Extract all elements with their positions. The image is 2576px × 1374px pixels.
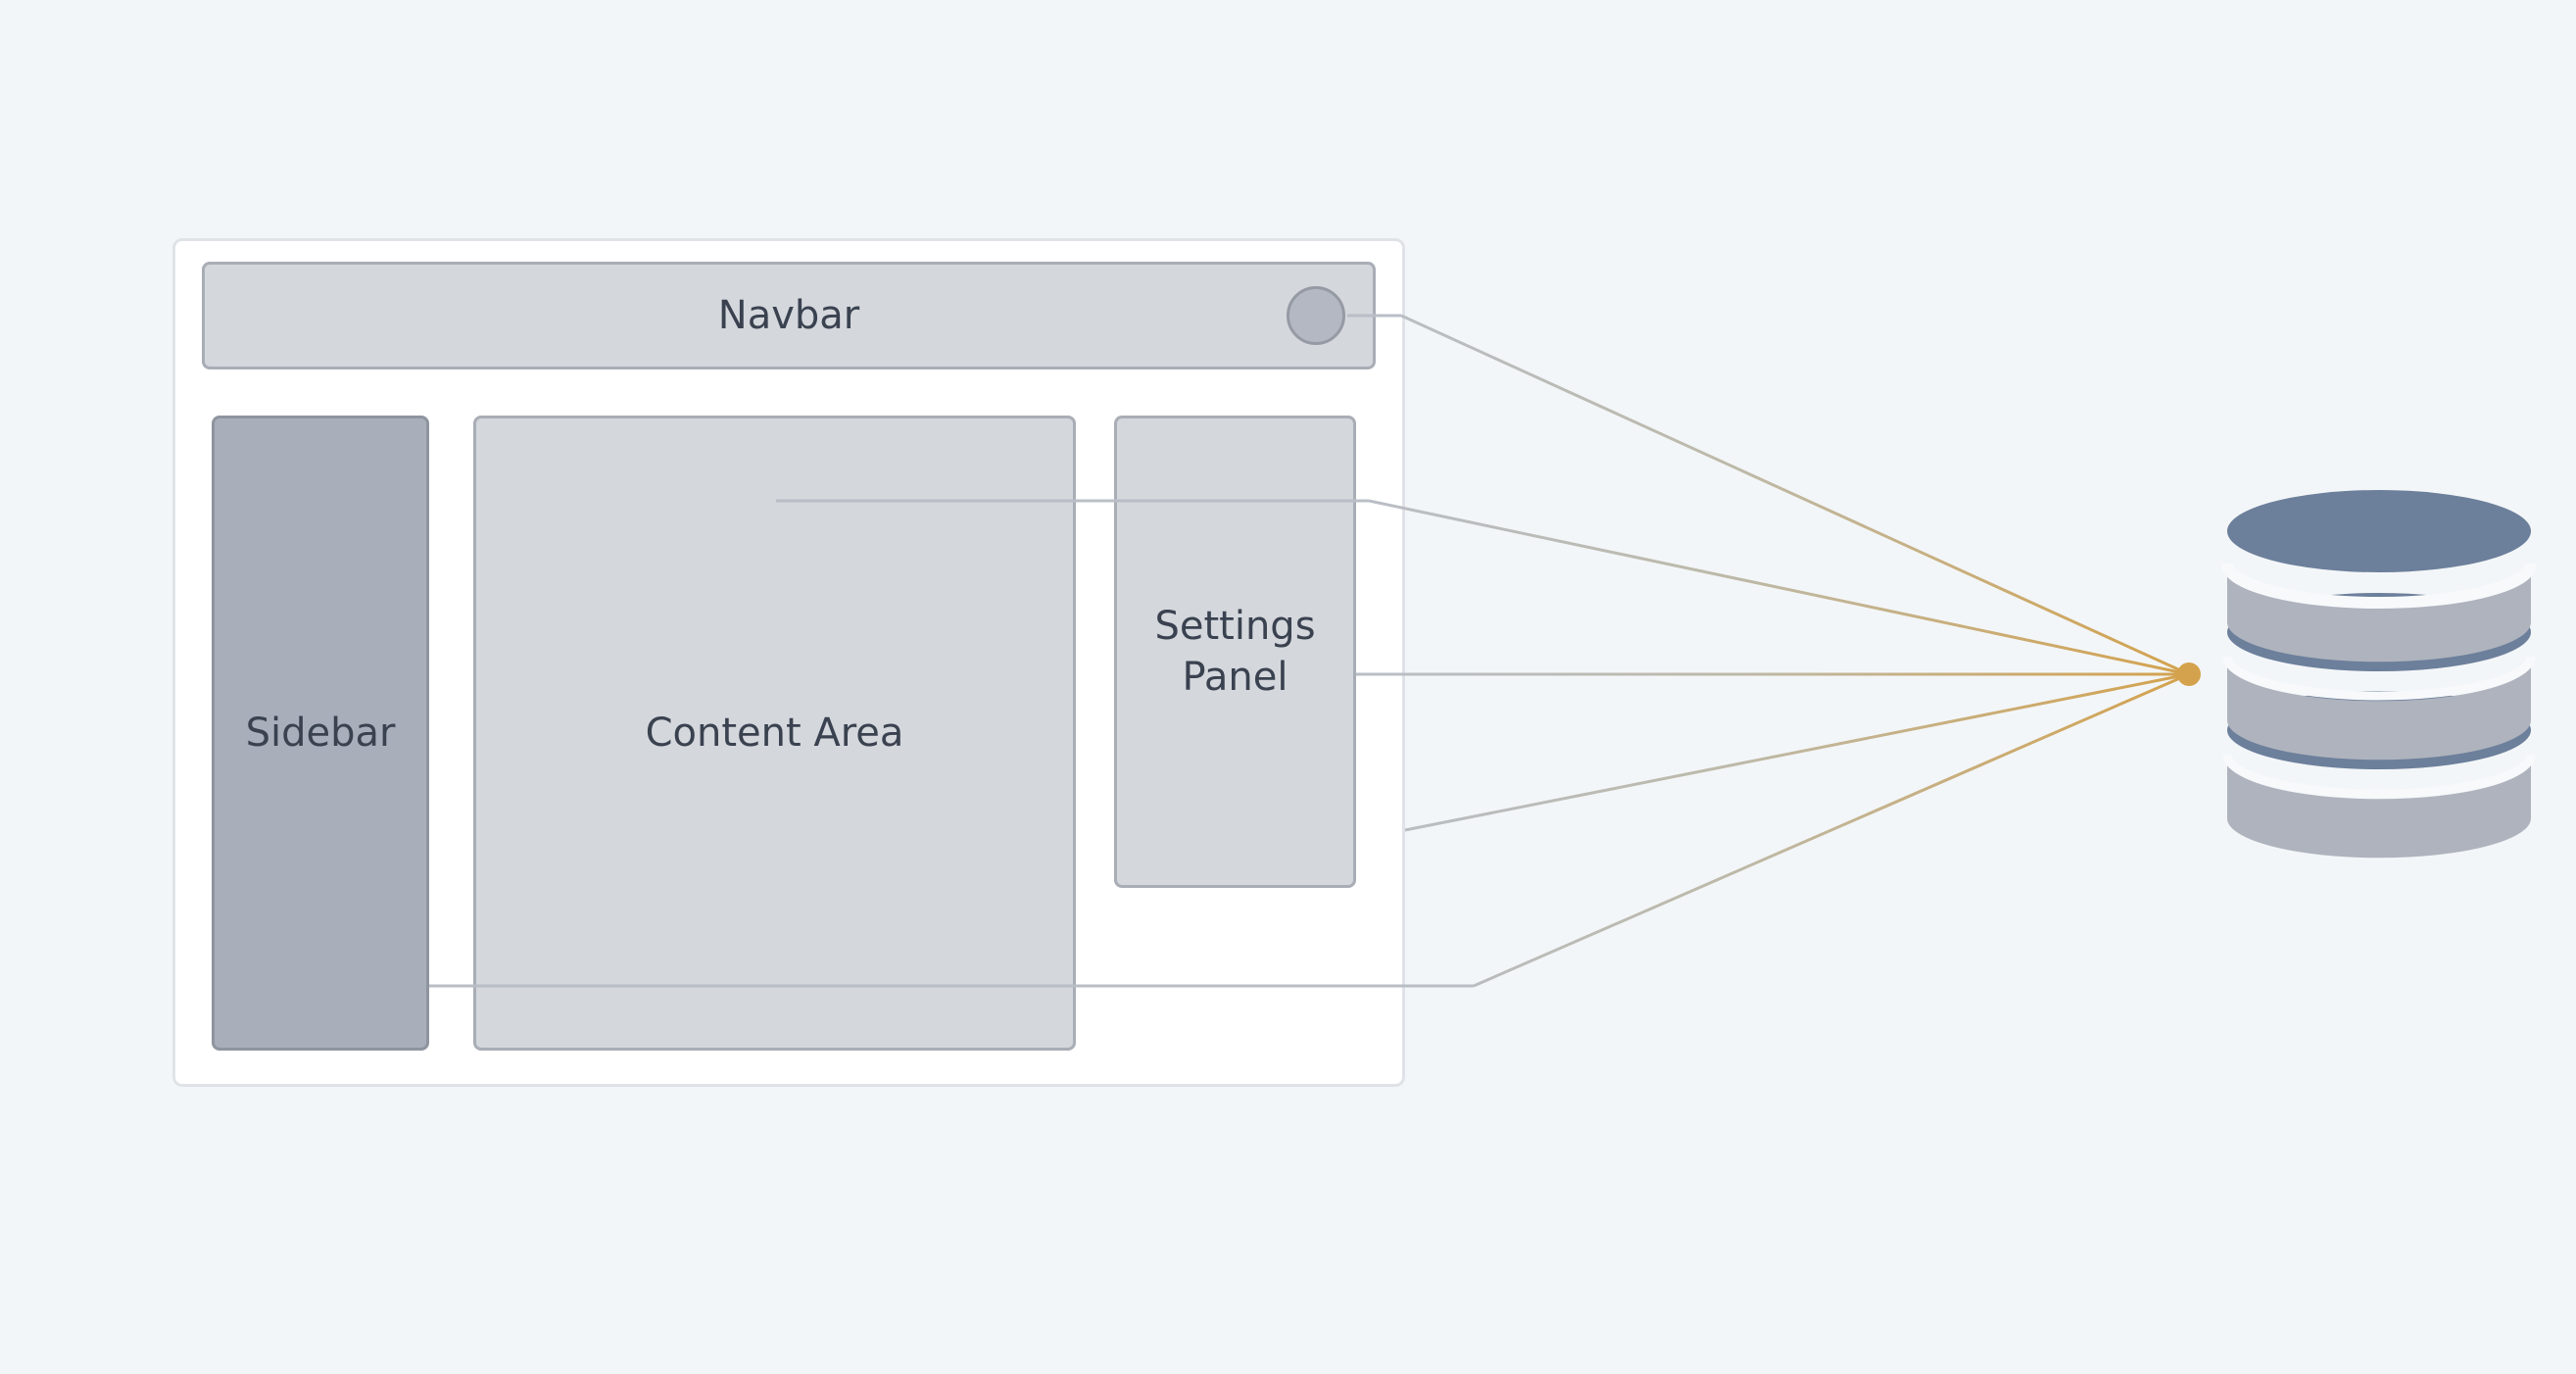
connector-sidebar-hub bbox=[1473, 672, 2190, 988]
connector-navbar-hub bbox=[1400, 314, 2190, 676]
avatar-circle-icon bbox=[1287, 286, 1345, 345]
connector-content-hub bbox=[1368, 499, 2190, 676]
sidebar-block: Sidebar bbox=[212, 416, 429, 1051]
database-icon bbox=[2221, 490, 2537, 859]
connector-frame-hub bbox=[1404, 672, 2190, 832]
settings-panel-label: Settings Panel bbox=[1154, 604, 1316, 700]
navbar-block: Navbar bbox=[202, 262, 1376, 369]
settings-panel-block: Settings Panel bbox=[1114, 416, 1356, 888]
navbar-label: Navbar bbox=[717, 293, 860, 338]
sidebar-label: Sidebar bbox=[245, 711, 396, 756]
content-area-block: Content Area bbox=[473, 416, 1076, 1051]
connection-hub-icon bbox=[2177, 662, 2201, 686]
content-area-label: Content Area bbox=[645, 711, 904, 756]
